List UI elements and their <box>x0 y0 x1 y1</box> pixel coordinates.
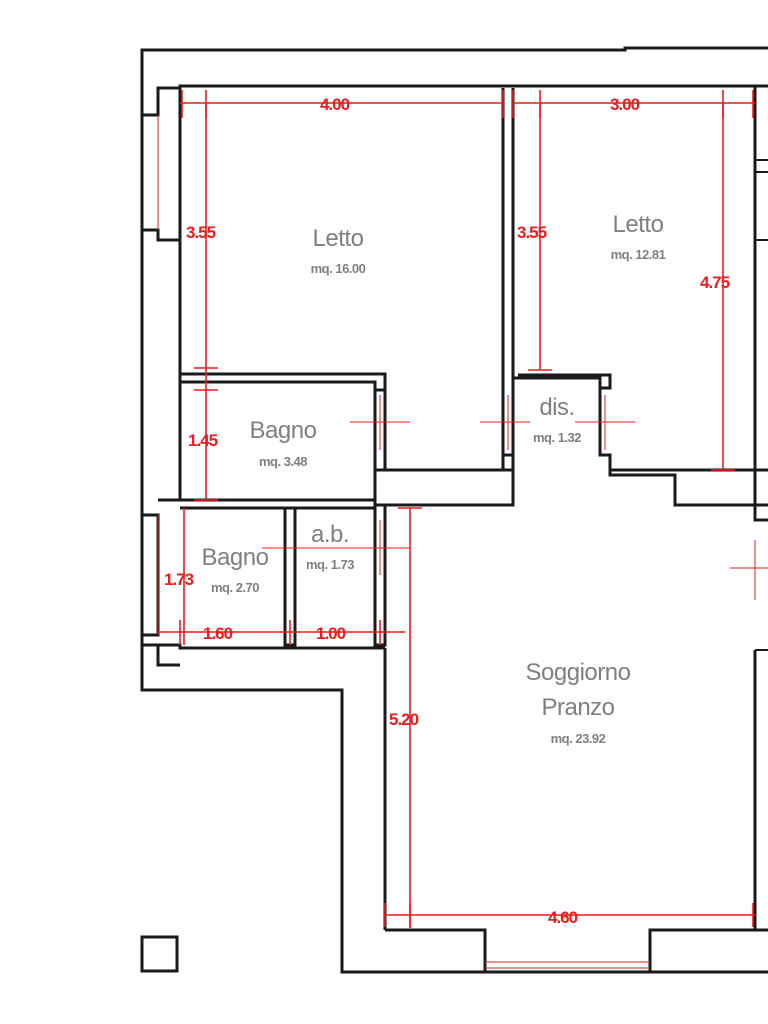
dim-bagno1-height: 1.45 <box>188 431 218 450</box>
room-letto1-area: mq. 16.00 <box>311 261 366 276</box>
outer-wall-left-step2 <box>142 513 160 637</box>
wall-bagno-divider <box>158 498 377 510</box>
dim-bagno2-height: 1.73 <box>164 570 194 589</box>
outer-wall-left-step3 <box>142 643 180 667</box>
column-square <box>140 935 179 973</box>
outer-wall-left-step1 <box>142 228 180 242</box>
outer-wall-left-inner <box>142 103 160 117</box>
wall-soggiorno-right <box>753 86 768 522</box>
dim-letto1-height: 3.55 <box>186 223 216 242</box>
room-letto1-name: Letto <box>313 225 364 252</box>
room-dis-name: dis. <box>539 394 574 421</box>
room-bagno1-name: Bagno <box>250 417 317 444</box>
room-letto2-name: Letto <box>613 211 664 238</box>
wall-soggiorno-bottom-right <box>648 928 768 972</box>
room-soggiorno-area: mq. 23.92 <box>551 731 606 746</box>
room-ab-name: a.b. <box>311 521 349 548</box>
dim-soggiorno-width: 4.60 <box>548 908 578 927</box>
wall-dis-right <box>598 388 768 507</box>
wall-bagno2-bottom <box>158 643 385 650</box>
room-ab-area: mq. 1.73 <box>306 557 354 572</box>
dim-letto2-height-left: 3.55 <box>517 223 547 242</box>
walls <box>140 46 768 974</box>
room-bagno2-name: Bagno <box>202 544 269 571</box>
partition-letto2-left <box>511 370 612 390</box>
wall-soggiorno-bottom <box>385 928 487 972</box>
room-dis-area: mq. 1.32 <box>533 430 581 445</box>
wall-right-edge-steps <box>754 159 768 173</box>
dimension-labels: 4.00 3.00 3.55 3.55 4.75 1.45 1.73 1.60 … <box>164 95 731 927</box>
partition-letto <box>501 88 515 472</box>
room-bagno1-area: mq. 3.48 <box>259 454 307 469</box>
dimension-lines <box>157 90 768 928</box>
room-soggiorno-name-2: Pranzo <box>541 694 614 721</box>
wall-bagno1-top <box>180 372 387 392</box>
dim-letto2-width: 3.00 <box>610 95 640 114</box>
dim-soggiorno-height: 5.20 <box>389 710 419 729</box>
room-letto2-area: mq. 12.81 <box>611 247 666 262</box>
wall-corridor-top <box>375 453 515 507</box>
room-labels: Letto mq. 16.00 Letto mq. 12.81 Bagno mq… <box>202 211 667 746</box>
outer-wall-top <box>140 46 768 103</box>
outer-wall-left-outer <box>140 103 768 974</box>
dim-letto2-height-right: 4.75 <box>700 273 730 292</box>
room-bagno2-area: mq. 2.70 <box>211 580 259 595</box>
dim-bagno2-width: 1.60 <box>203 624 233 643</box>
dim-ab-width: 1.00 <box>316 624 346 643</box>
dim-letto1-width: 4.00 <box>320 95 350 114</box>
room-soggiorno-name-1: Soggiorno <box>526 659 631 686</box>
outer-wall-top-inner <box>156 84 768 103</box>
